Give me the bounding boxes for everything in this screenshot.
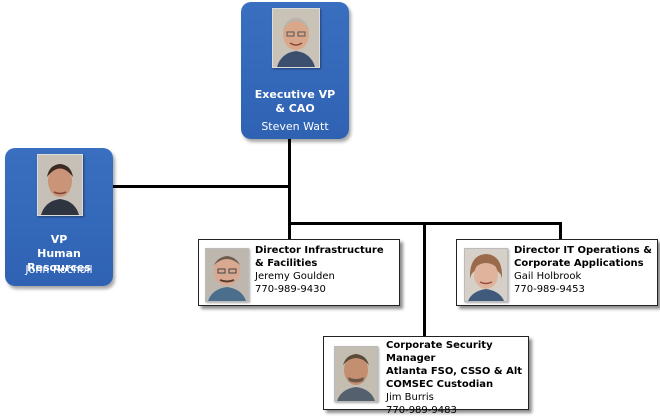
connector-facilities — [288, 222, 291, 239]
director-facilities-title-line1: Director Infrastructure — [255, 245, 384, 256]
person-photo-icon — [37, 154, 83, 216]
org-node-executive-vp: Executive VP & CAO Steven Watt — [241, 2, 349, 139]
org-node-security-manager: Corporate Security Manager Atlanta FSO, … — [323, 336, 529, 416]
connector-to-vp-hr — [113, 185, 291, 188]
director-it-title-line1: Director IT Operations & — [514, 245, 652, 256]
org-node-director-it: Director IT Operations & Corporate Appli… — [456, 239, 658, 306]
director-facilities-phone: 770-989-9430 — [255, 284, 326, 295]
vp-hr-name: John Rocholl — [25, 263, 93, 276]
security-manager-text: Corporate Security Manager Atlanta FSO, … — [386, 339, 528, 417]
security-manager-title-line3: COMSEC Custodian — [386, 379, 494, 390]
org-node-director-facilities: Director Infrastructure & Facilities Jer… — [198, 239, 400, 306]
person-photo-icon — [272, 8, 320, 68]
executive-name: Steven Watt — [261, 120, 329, 133]
security-manager-phone: 770-989-9483 — [386, 405, 457, 416]
director-facilities-title-line2: & Facilities — [255, 258, 318, 269]
security-manager-title-line2: Atlanta FSO, CSSO & Alt — [386, 366, 523, 377]
person-photo-icon — [205, 248, 249, 302]
executive-title: Executive VP & CAO — [254, 88, 336, 115]
connector-security — [423, 222, 426, 336]
director-it-title-line2: Corporate Applications — [514, 258, 644, 269]
vp-hr-title-line1: VP — [50, 233, 68, 246]
person-photo-icon — [464, 248, 508, 302]
person-photo-icon — [334, 346, 378, 402]
director-it-name: Gail Holbrook — [514, 271, 582, 282]
org-node-vp-hr: VP Human Resources John Rocholl — [5, 148, 113, 286]
connector-it — [559, 222, 562, 239]
director-facilities-name: Jeremy Goulden — [255, 271, 335, 282]
director-facilities-text: Director Infrastructure & Facilities Jer… — [255, 244, 384, 296]
director-it-text: Director IT Operations & Corporate Appli… — [514, 244, 652, 296]
security-manager-name: Jim Burris — [386, 392, 434, 403]
connector-exec-down — [288, 139, 291, 224]
vp-hr-title-line2: Human Resources — [27, 247, 91, 274]
security-manager-title-line1: Corporate Security Manager — [386, 340, 493, 364]
director-it-phone: 770-989-9453 — [514, 284, 585, 295]
